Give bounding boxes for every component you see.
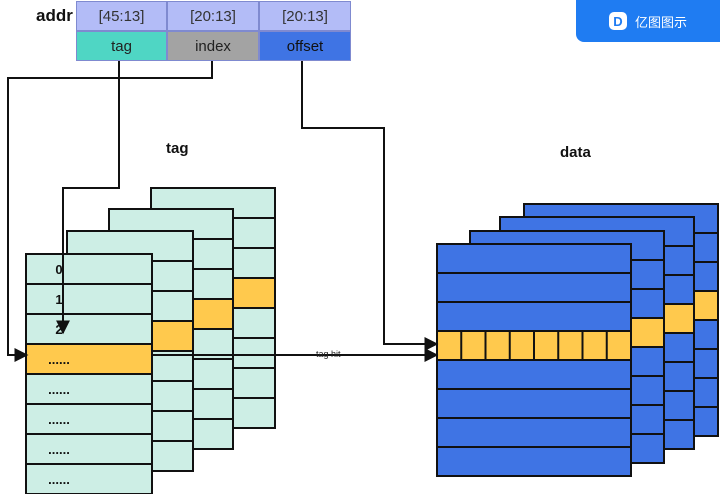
addr-label: addr xyxy=(36,6,73,25)
field-offset: offset xyxy=(259,31,351,61)
offset-select-arrow xyxy=(301,61,439,351)
tag-row-label: ...... xyxy=(48,352,70,367)
tag-row xyxy=(25,433,153,465)
bits-index: [20:13] xyxy=(167,1,259,31)
tag-way-0 xyxy=(25,253,153,494)
data-array-title: data xyxy=(560,144,591,161)
tag-row-label: 2 xyxy=(55,322,62,337)
data-line xyxy=(436,272,632,303)
data-line xyxy=(436,243,632,274)
tag-row xyxy=(25,253,153,285)
tag-row xyxy=(25,463,153,494)
data-line xyxy=(436,388,632,419)
tag-row-label: ...... xyxy=(48,442,70,457)
tag-row xyxy=(25,373,153,405)
tag-row xyxy=(25,343,153,375)
tag-row-label: ...... xyxy=(48,412,70,427)
field-index: index xyxy=(167,31,259,61)
tag-row-label: 0 xyxy=(55,262,62,277)
index-select-arrow xyxy=(7,61,213,362)
data-line xyxy=(436,359,632,390)
data-line xyxy=(436,301,632,332)
tag-row-label: ...... xyxy=(48,472,70,487)
brand-badge[interactable]: D 亿图图示 xyxy=(576,0,720,42)
bits-tag: [45:13] xyxy=(76,1,167,31)
data-line xyxy=(436,417,632,448)
tag-lookup-arrow xyxy=(56,61,120,335)
bits-offset: [20:13] xyxy=(259,1,351,31)
brand-name: 亿图图示 xyxy=(634,14,687,30)
tag-row-label: 1 xyxy=(55,292,62,307)
data-line xyxy=(436,446,632,477)
tag-row xyxy=(25,313,153,345)
tag-row xyxy=(25,283,153,315)
tag-row-label: ...... xyxy=(48,382,70,397)
tag-array-title: tag xyxy=(166,140,189,157)
field-tag: tag xyxy=(76,31,167,61)
brand-logo-icon: D xyxy=(608,12,627,30)
tag-row xyxy=(25,403,153,435)
tag-hit-label: tag hit xyxy=(316,349,341,359)
data-way-0 xyxy=(436,243,632,477)
